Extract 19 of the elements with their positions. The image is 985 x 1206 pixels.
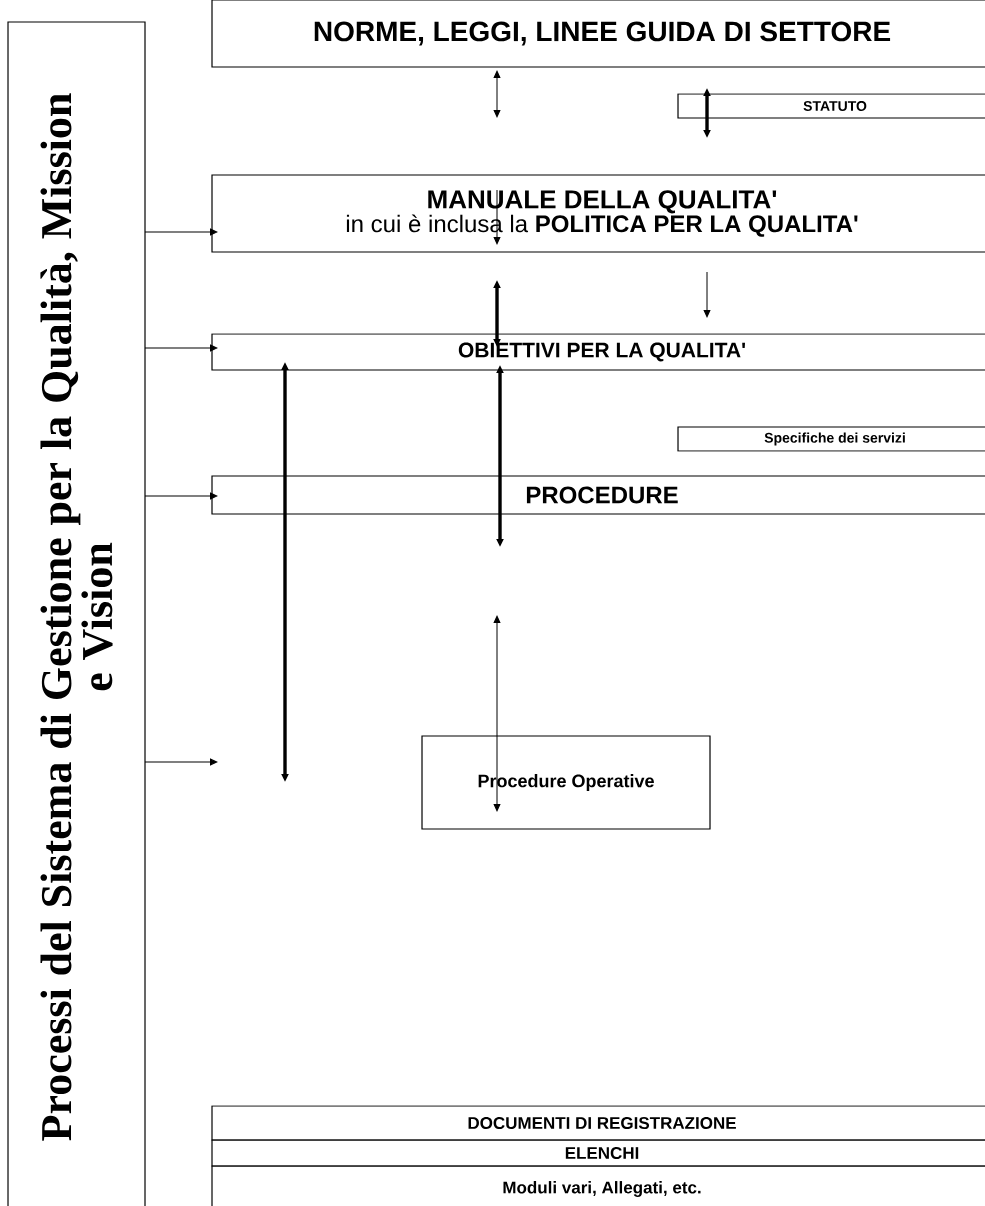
arrow: [144, 344, 218, 352]
arrow: [144, 228, 218, 236]
arrow: [493, 189, 501, 245]
document-box: STATUTO: [677, 93, 985, 119]
side-panel: Processi del Sistema di Gestione per la Qualità, Mission e Vision: [7, 21, 146, 1206]
arrow: [144, 758, 218, 766]
document-box: Procedure Operative: [421, 735, 711, 830]
document-box: Moduli vari, Allegati, etc.: [211, 1165, 985, 1206]
document-box: DOCUMENTI DI REGISTRAZIONE: [211, 1105, 985, 1141]
arrow: [493, 615, 501, 812]
document-box: NORME, LEGGI, LINEE GUIDA DI SETTORE: [211, 0, 985, 68]
document-box: ELENCHI: [211, 1139, 985, 1167]
arrow: [144, 492, 218, 500]
document-box: PROCEDURE: [211, 475, 985, 515]
arrow: [493, 70, 501, 118]
document-box: Specifiche dei servizi: [677, 426, 985, 452]
document-box: OBIETTIVI PER LA QUALITA': [211, 333, 985, 371]
document-box: MANUALE DELLA QUALITA' in cui è inclusa la POLITICA PER LA QUALITA': [211, 174, 985, 253]
arrow: [703, 271, 711, 318]
